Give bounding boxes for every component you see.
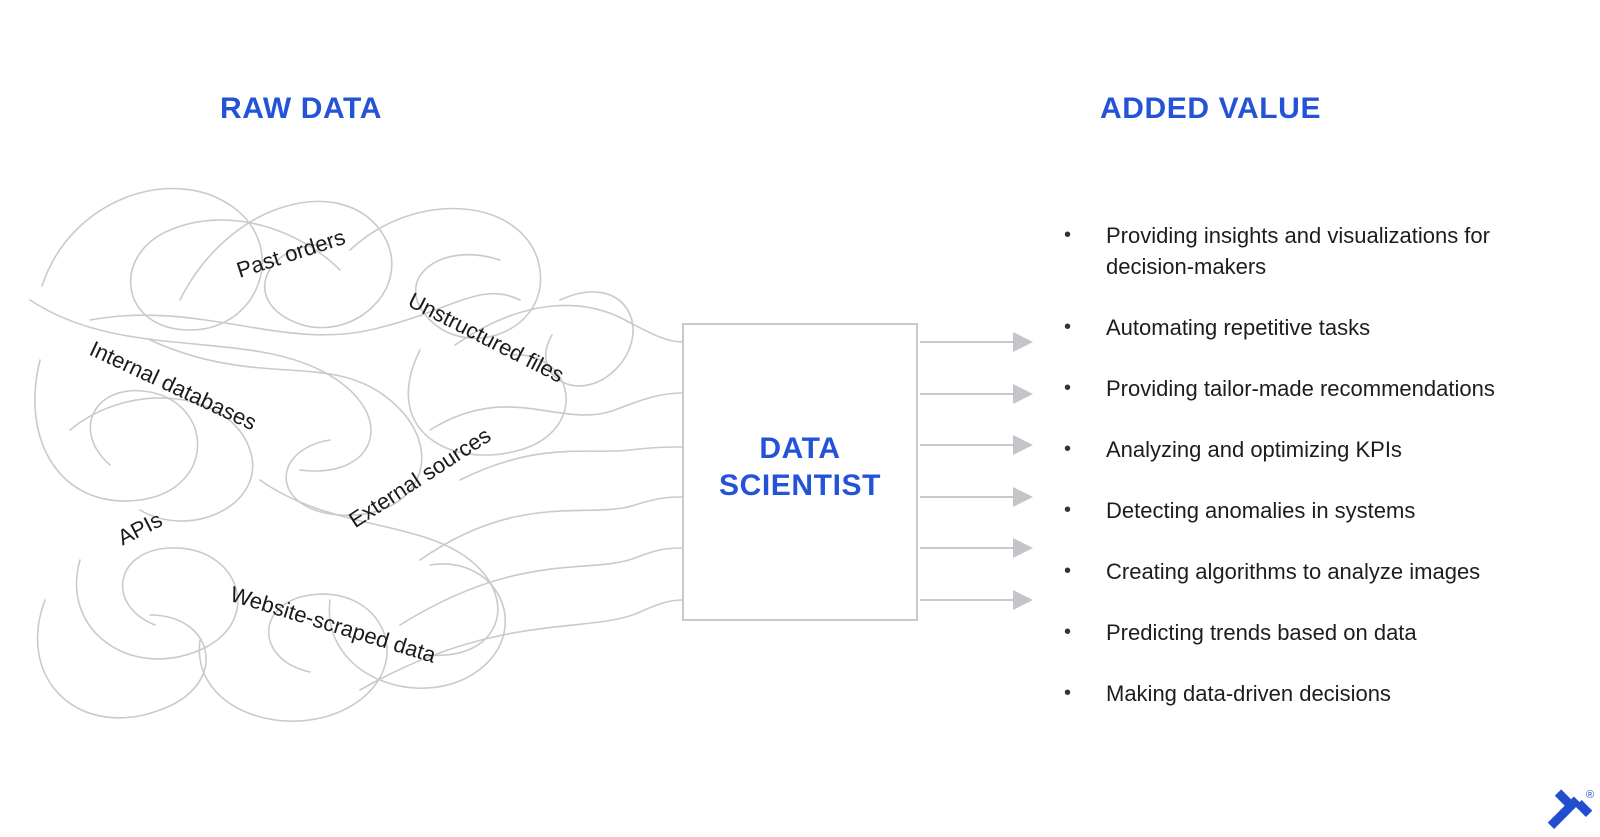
data-scientist-box: DATA SCIENTIST xyxy=(682,323,918,621)
added-value-item: Automating repetitive tasks xyxy=(1064,312,1558,343)
registered-mark: ® xyxy=(1586,789,1594,801)
added-value-list: Providing insights and visualizations fo… xyxy=(1064,220,1564,709)
data-scientist-title-line2: SCIENTIST xyxy=(718,469,882,502)
raw-data-heading: RAW DATA xyxy=(220,92,382,125)
input-connectors xyxy=(359,304,684,691)
added-value-item: Making data-driven decisions xyxy=(1064,678,1558,709)
added-value-item: Detecting anomalies in systems xyxy=(1064,495,1558,526)
added-value-item: Creating algorithms to analyze images xyxy=(1064,556,1558,587)
data-scientist-title-line1: DATA xyxy=(759,432,841,465)
tangle-scribble xyxy=(29,187,634,722)
added-value-item: Providing insights and visualizations fo… xyxy=(1064,220,1558,282)
added-value-item: Predicting trends based on data xyxy=(1064,617,1558,648)
added-value-item: Providing tailor-made recommendations xyxy=(1064,373,1558,404)
toptal-logo-icon: ® xyxy=(1547,789,1594,829)
output-arrows xyxy=(920,332,1033,610)
added-value-item: Analyzing and optimizing KPIs xyxy=(1064,434,1558,465)
added-value-heading: ADDED VALUE xyxy=(1100,92,1322,125)
data-scientist-title: DATA SCIENTIST xyxy=(719,430,881,504)
